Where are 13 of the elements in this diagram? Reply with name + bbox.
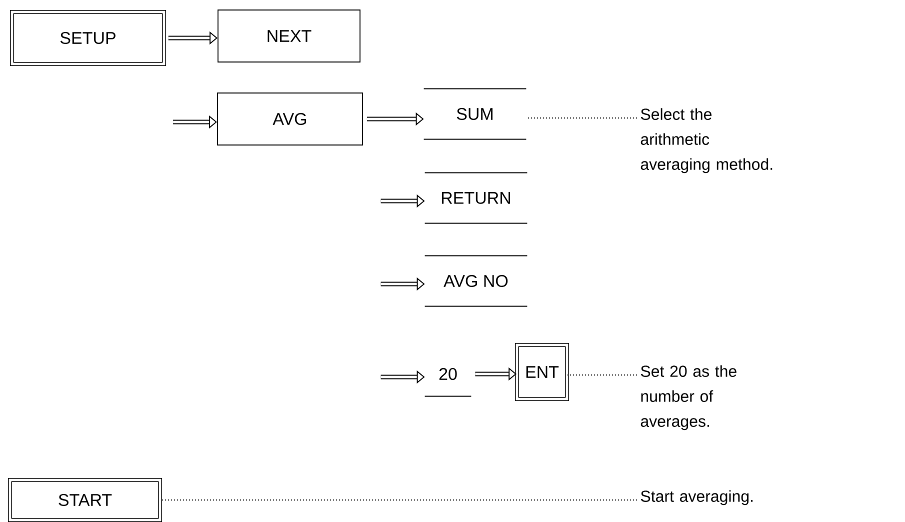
key-button: AVG xyxy=(217,92,363,146)
key-button: SETUP xyxy=(10,10,166,66)
leader-line xyxy=(566,374,638,376)
key-button: ENT xyxy=(514,342,570,402)
softkey-label: RETURN xyxy=(424,172,528,224)
key-button: NEXT xyxy=(218,10,360,62)
entry-value: 20 xyxy=(424,368,472,397)
note-text: Set 20 as the number of averages. xyxy=(640,365,736,430)
softkey-label: SUM xyxy=(423,88,527,140)
key-button: START xyxy=(8,478,162,522)
note-text: Start averaging. xyxy=(640,490,753,506)
note-text: Select the arithmetic averaging method. xyxy=(640,108,772,174)
softkey-label: AVG NO xyxy=(424,255,528,307)
